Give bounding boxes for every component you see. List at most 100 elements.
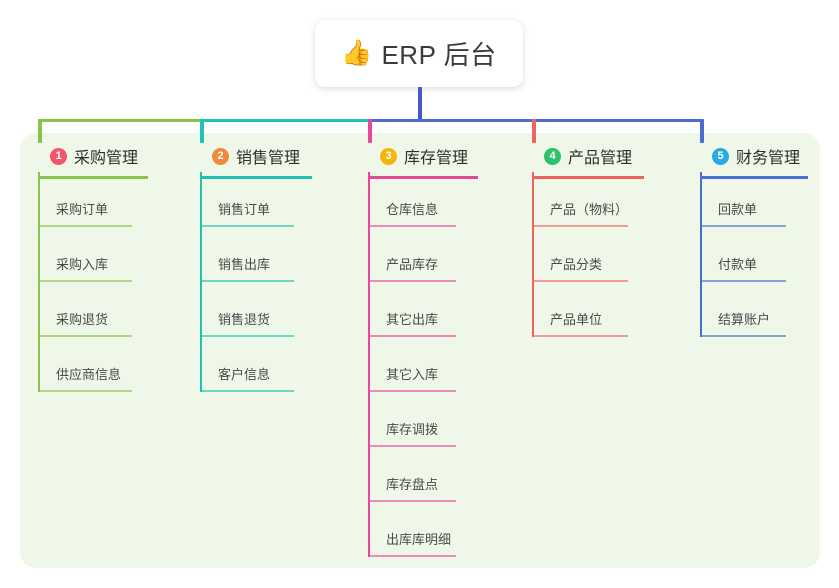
branch-item-label: 采购订单 [56,202,109,217]
branch-item-stem [368,282,370,337]
branch-item-label: 库存调拨 [386,422,439,437]
branch-drop-stem-2 [200,119,204,143]
branch-header-2[interactable]: 2 销售管理 [200,143,318,169]
branch-items-3: 仓库信息产品库存其它出库其它入库库存调拨库存盘点出库库明细 [368,172,480,557]
branch-item-label: 仓库信息 [386,202,439,217]
branch-item-rule [200,225,294,227]
branch-item[interactable]: 库存盘点 [368,447,480,502]
branch-item-rule [368,225,456,227]
branch-item-rule [368,445,456,447]
branch-badge-4: 4 [544,147,561,165]
branch-items-4: 产品（物料）产品分类产品单位 [532,172,652,337]
branch-header-5[interactable]: 5 财务管理 [700,143,810,169]
branch-item[interactable]: 供应商信息 [38,337,156,392]
branch-item-stem [200,282,202,337]
branch-title-5: 财务管理 [736,150,801,167]
branch-item[interactable]: 产品库存 [368,227,480,282]
branch-item-label: 付款单 [718,257,758,272]
branch-item-rule [38,280,132,282]
branch-drop-stem-1 [38,119,42,143]
branch-title-2: 销售管理 [236,150,301,167]
branch-item[interactable]: 产品（物料） [532,172,652,227]
branch-item-rule [700,335,786,337]
branch-drop-stem-5 [700,119,704,143]
branch-item-label: 销售出库 [218,257,271,272]
branch-item-stem [200,172,202,227]
branch-item-stem [700,172,702,227]
branch-item[interactable]: 仓库信息 [368,172,480,227]
branch-item-rule [200,335,294,337]
branch-item[interactable]: 客户信息 [200,337,318,392]
branch-item-rule [368,280,456,282]
branch-badge-3: 3 [380,147,397,165]
branch-item-stem [368,392,370,447]
branch-drop-stem-3 [368,119,372,143]
branch-item-label: 采购入库 [56,257,109,272]
branch-item-rule [532,225,628,227]
branch-item-label: 销售订单 [218,202,271,217]
branch-item[interactable]: 其它入库 [368,337,480,392]
branch-item-stem [532,227,534,282]
branch-item-label: 产品单位 [550,312,603,327]
root-stem [418,87,422,122]
branch-item[interactable]: 采购订单 [38,172,156,227]
branch-item-stem [38,172,40,227]
branch-item[interactable]: 采购入库 [38,227,156,282]
branch-item-label: 其它入库 [386,367,439,382]
branch-item-stem [200,227,202,282]
branch-drop-stem-4 [532,119,536,143]
branch-badge-2: 2 [212,147,229,165]
branch-item[interactable]: 产品单位 [532,282,652,337]
branch-column-3: 3 库存管理仓库信息产品库存其它出库其它入库库存调拨库存盘点出库库明细 [368,143,480,557]
branch-item-label: 回款单 [718,202,758,217]
branch-item[interactable]: 其它出库 [368,282,480,337]
branch-rule-1 [38,176,148,179]
thumbs-up-icon: 👍 [341,39,373,67]
branch-item[interactable]: 产品分类 [532,227,652,282]
bus-segment-2 [200,119,368,122]
branch-item[interactable]: 回款单 [700,172,810,227]
branch-item-stem [38,282,40,337]
branch-item-rule [38,390,132,392]
branch-item[interactable]: 结算账户 [700,282,810,337]
branches-panel [20,133,820,568]
branch-item-label: 销售退货 [218,312,271,327]
branch-items-2: 销售订单销售出库销售退货客户信息 [200,172,318,392]
branch-item-stem [368,502,370,557]
bus-segment-1 [38,119,200,122]
branch-item-rule [532,335,628,337]
branch-item-label: 库存盘点 [386,477,439,492]
branch-title-3: 库存管理 [404,150,469,167]
branch-item[interactable]: 付款单 [700,227,810,282]
branch-item[interactable]: 销售出库 [200,227,318,282]
branch-item-rule [700,280,786,282]
branch-rule-2 [200,176,312,179]
branch-items-5: 回款单付款单结算账户 [700,172,810,337]
branch-item[interactable]: 销售订单 [200,172,318,227]
branch-item-rule [368,390,456,392]
branch-rule-5 [700,176,808,179]
branch-item[interactable]: 销售退货 [200,282,318,337]
branch-item-label: 其它出库 [386,312,439,327]
branch-badge-5: 5 [712,147,729,165]
branch-item-stem [700,282,702,337]
branch-rule-3 [368,176,478,179]
branch-item[interactable]: 出库库明细 [368,502,480,557]
branch-item-stem [532,282,534,337]
branch-header-3[interactable]: 3 库存管理 [368,143,480,169]
branch-rule-4 [532,176,644,179]
branch-item-rule [368,500,456,502]
branch-item-stem [38,227,40,282]
branch-item-rule [38,225,132,227]
branch-item-rule [200,390,294,392]
branch-item[interactable]: 库存调拨 [368,392,480,447]
branch-item[interactable]: 采购退货 [38,282,156,337]
root-node[interactable]: 👍 ERP 后台 [315,20,523,87]
branch-item-label: 出库库明细 [386,532,452,547]
branch-badge-1: 1 [50,147,67,165]
